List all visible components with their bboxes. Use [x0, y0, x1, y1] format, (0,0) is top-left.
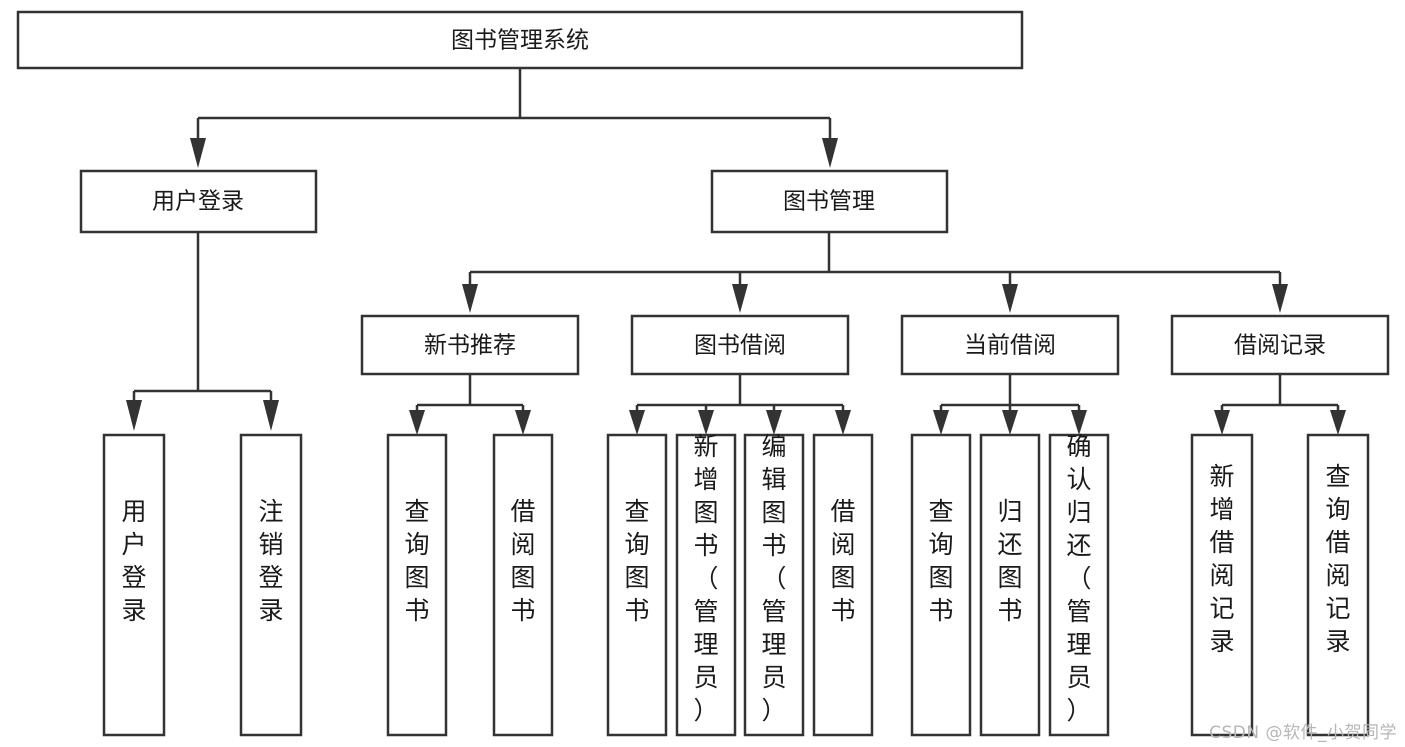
arrow-to-leaf-add-book: [698, 410, 714, 435]
connector-book-borrow-to-leaves: [629, 374, 851, 435]
arrow-to-leaf-add-record: [1214, 410, 1230, 435]
connector-borrow-record-to-leaves: [1214, 374, 1346, 435]
node-leaf-user-login-label: 用户登录: [121, 497, 146, 625]
arrow-to-book-manage: [822, 138, 838, 168]
node-leaf-borrow-book-2-label: 借阅图书: [830, 497, 855, 625]
arrow-to-book-borrow: [732, 284, 748, 313]
arrow-to-leaf-logout-login: [263, 400, 279, 431]
arrow-to-leaf-query-book-2: [629, 410, 645, 435]
node-leaf-add-book[interactable]: 新增图书（管理员）: [675, 432, 737, 737]
connector-current-borrow-to-leaves: [933, 374, 1087, 435]
connector-root-to-level2: [190, 68, 838, 168]
node-leaf-query-book-2[interactable]: 查询图书: [606, 433, 668, 737]
connector-new-book-recommend-to-leaves: [409, 374, 531, 435]
node-leaf-query-record-label: 查询借阅记录: [1325, 462, 1350, 656]
arrow-to-current-borrow: [1002, 284, 1018, 313]
arrow-to-new-book-recommend: [462, 284, 478, 313]
node-leaf-add-record-label: 新增借阅记录: [1209, 462, 1234, 656]
node-leaf-user-login[interactable]: 用户登录: [102, 433, 166, 737]
arrow-to-leaf-return-book: [1002, 410, 1018, 435]
arrow-to-leaf-query-book-1: [409, 410, 425, 435]
node-leaf-borrow-book-1[interactable]: 借阅图书: [492, 433, 554, 737]
node-root-label: 图书管理系统: [451, 28, 589, 54]
connector-user-login-to-leaves: [126, 232, 279, 431]
node-book-borrow[interactable]: 图书借阅: [630, 314, 850, 376]
node-leaf-confirm-return-label: 确认归还（管理员）: [1066, 432, 1091, 725]
node-leaf-edit-book-label: 编辑图书（管理员）: [761, 432, 786, 725]
node-leaf-borrow-book-2[interactable]: 借阅图书: [812, 433, 874, 737]
csdn-watermark: CSDN @软件_小贺同学: [1209, 723, 1397, 743]
arrow-to-leaf-edit-book: [766, 410, 782, 435]
arrow-to-leaf-user-login: [126, 400, 142, 431]
node-leaf-add-record[interactable]: 新增借阅记录: [1190, 433, 1254, 737]
node-book-borrow-label: 图书借阅: [694, 333, 786, 359]
node-leaf-return-book-label: 归还图书: [997, 497, 1022, 625]
node-book-manage-label: 图书管理: [783, 189, 875, 215]
arrow-to-leaf-confirm-return: [1071, 410, 1087, 435]
node-borrow-record-label: 借阅记录: [1234, 333, 1326, 359]
node-leaf-logout-login[interactable]: 注销登录: [239, 433, 303, 737]
node-current-borrow-label: 当前借阅: [964, 333, 1056, 359]
node-leaf-query-book-2-label: 查询图书: [624, 497, 649, 625]
arrow-to-leaf-query-book-3: [933, 410, 949, 435]
node-leaf-query-book-3-label: 查询图书: [928, 497, 953, 625]
node-leaf-query-book-1[interactable]: 查询图书: [386, 433, 448, 737]
arrow-to-leaf-borrow-book-2: [835, 410, 851, 435]
node-leaf-confirm-return[interactable]: 确认归还（管理员）: [1048, 432, 1110, 737]
node-leaf-logout-login-label: 注销登录: [258, 497, 283, 625]
node-user-login-label: 用户登录: [152, 189, 244, 215]
node-leaf-return-book[interactable]: 归还图书: [979, 433, 1041, 737]
node-borrow-record[interactable]: 借阅记录: [1170, 314, 1390, 376]
arrow-to-leaf-borrow-book-1: [515, 410, 531, 435]
node-new-book-recommend-label: 新书推荐: [424, 333, 516, 359]
node-book-manage[interactable]: 图书管理: [710, 169, 949, 234]
node-leaf-query-record[interactable]: 查询借阅记录: [1306, 433, 1370, 737]
node-user-login[interactable]: 用户登录: [79, 169, 318, 234]
node-leaf-query-book-3[interactable]: 查询图书: [910, 433, 972, 737]
node-current-borrow[interactable]: 当前借阅: [900, 314, 1120, 376]
node-root[interactable]: 图书管理系统: [16, 10, 1024, 70]
connector-book-manage-to-level3: [462, 232, 1288, 313]
node-leaf-query-book-1-label: 查询图书: [404, 497, 429, 625]
arrow-to-user-login: [190, 138, 206, 168]
arrow-to-borrow-record: [1272, 284, 1288, 313]
node-new-book-recommend[interactable]: 新书推荐: [360, 314, 580, 376]
arrow-to-leaf-query-record: [1330, 410, 1346, 435]
node-leaf-add-book-label: 新增图书（管理员）: [693, 432, 718, 725]
node-leaf-edit-book[interactable]: 编辑图书（管理员）: [743, 432, 805, 737]
node-leaf-borrow-book-1-label: 借阅图书: [510, 497, 535, 625]
